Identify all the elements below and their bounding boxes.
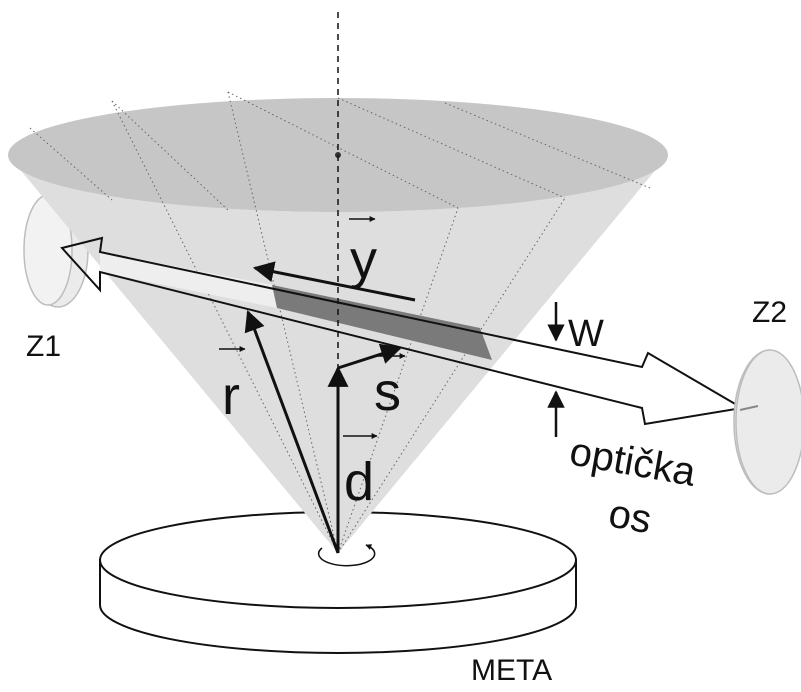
vector-r-label: r xyxy=(222,366,240,426)
target-label: META xyxy=(471,654,552,687)
mirror-z2 xyxy=(733,349,801,495)
vector-s-label: s xyxy=(374,362,401,422)
vector-y-arrow xyxy=(252,261,416,302)
beam-left-segment xyxy=(100,252,277,308)
rotation-arrow-icon xyxy=(317,544,376,567)
mirror-z1 xyxy=(23,192,89,308)
cone-generatrix-lines xyxy=(29,91,651,554)
mirror-z2-label: Z2 xyxy=(752,296,787,329)
vector-s-arrow xyxy=(337,343,402,370)
beam-intersection xyxy=(272,285,492,360)
optical-axis-label-line2: os xyxy=(605,492,654,543)
vector-y-label: y xyxy=(350,230,377,290)
vector-d-label: d xyxy=(344,452,374,512)
optical-axis-label-line1: optička xyxy=(566,430,699,495)
mirror-z1-label: Z1 xyxy=(26,330,61,363)
vector-r-arrow xyxy=(244,310,340,554)
beam-width-label: W xyxy=(568,313,604,355)
